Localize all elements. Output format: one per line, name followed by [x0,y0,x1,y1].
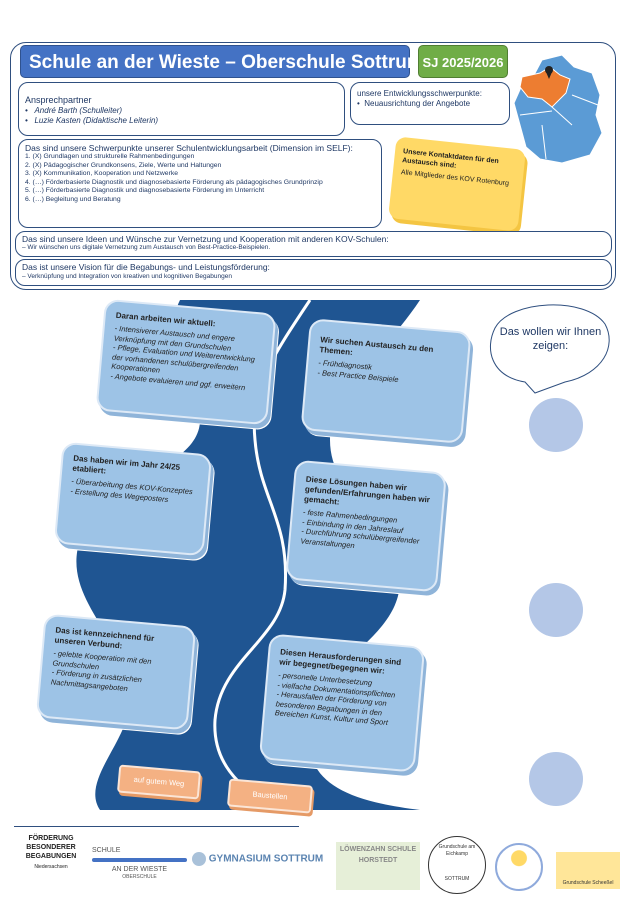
focus-item: 3. (X) Kommunikation, Kooperation und Ne… [25,170,179,177]
focus-item: 4. (…) Förderbasierte Diagnostik und dia… [25,178,323,186]
card-solutions: Diese Lösungen haben wir gefunden/Erfahr… [285,459,447,593]
logo-scheessel: Grundschule Scheeßel [556,843,620,889]
focus-heading: Das sind unsere Schwerpunkte unserer Sch… [25,143,353,153]
page-title: Schule an der Wieste – Oberschule Sottru… [20,45,424,78]
contact-person: • Luzie Kasten (Didaktische Leiterin) [25,116,159,125]
logo-eichkamp: Grundschule am Eichkamp SOTTRUM [428,836,486,894]
logo-schule-wieste: SCHULE AN DER WIESTE OBERSCHULE [92,846,187,881]
development-item: • Neuausrichtung der Angebote [357,99,471,108]
development-heading: unsere Entwicklungsschwerpunkte: [357,89,482,98]
logo-text: SCHULE [92,847,121,854]
card-characteristic: Das ist kennzeichnend für unseren Verbun… [35,613,197,731]
logo-text: SOTTRUM [444,876,470,882]
ideas-heading: Das sind unsere Ideen und Wünsche zur Ve… [22,234,389,244]
logo-text: AN DER WIESTE [111,866,168,873]
logo-foerderung: FÖRDERUNG BESONDERER BEGABUNGEN Niedersa… [12,834,90,871]
card-current-work: Daran arbeiten wir aktuell: - Intensiver… [95,298,277,426]
focus-item: 2. (X) Pädagogischer Grundkonsens, Ziele… [25,161,222,169]
card-established: Das haben wir im Jahr 24/25 etabliert: -… [53,441,213,557]
focus-item: 1. (X) Grundlagen und strukturelle Rahme… [25,153,195,160]
header-frame [10,42,616,290]
circle-marker [529,398,583,452]
speech-bubble-icon [489,304,610,394]
vision-heading: Das ist unsere Vision für die Begabungs-… [22,262,270,272]
ideas-box: Das sind unsere Ideen und Wünsche zur Ve… [15,231,612,257]
logo-gymnasium: GYMNASIUM SOTTRUM [192,852,332,866]
contacts-heading: Ansprechpartner [25,95,92,105]
card-seeking-exchange: Wir suchen Austausch zu den Themen: - Fr… [300,318,472,444]
logo-loewenzahn: LÖWENZAHN SCHULE HORSTEDT [336,842,420,890]
school-year-badge: SJ 2025/2026 [418,45,508,78]
development-box: unsere Entwicklungsschwerpunkte: • Neuau… [350,82,510,125]
footer-divider [14,826,299,827]
contact-person: • André Barth (Schulleiter) [25,106,123,115]
card-challenges: Diesen Herausforderungen sind wir begegn… [258,633,426,773]
speech-bubble-text: Das wollen wir Ihnen zeigen: [499,326,602,352]
focus-item: 5. (…) Förderbasierte Diagnostik und dia… [25,187,265,194]
focus-box: Das sind unsere Schwerpunkte unserer Sch… [18,139,382,228]
contacts-box: Ansprechpartner • André Barth (Schulleit… [18,82,345,136]
logo-text: Grundschule am Eichkamp [438,844,476,857]
circle-marker [529,752,583,806]
logo-text: GYMNASIUM SOTTRUM [208,853,324,865]
focus-item: 6. (…) Begleitung und Beratung [25,195,121,203]
germany-map-icon [513,55,602,164]
circle-marker [529,583,583,637]
vision-box: Das ist unsere Vision für die Begabungs-… [15,259,612,286]
logo-school-sun [495,843,543,891]
logo-text: FÖRDERUNG BESONDERER BEGABUNGEN [25,835,77,860]
vision-text: – Verknüpfung und Integration von kreati… [22,273,232,280]
logo-text: OBERSCHULE [122,874,157,880]
ideas-text: – Wir wünschen uns digitale Vernetzung z… [22,244,271,251]
logo-text: Niedersachsen [34,864,68,870]
